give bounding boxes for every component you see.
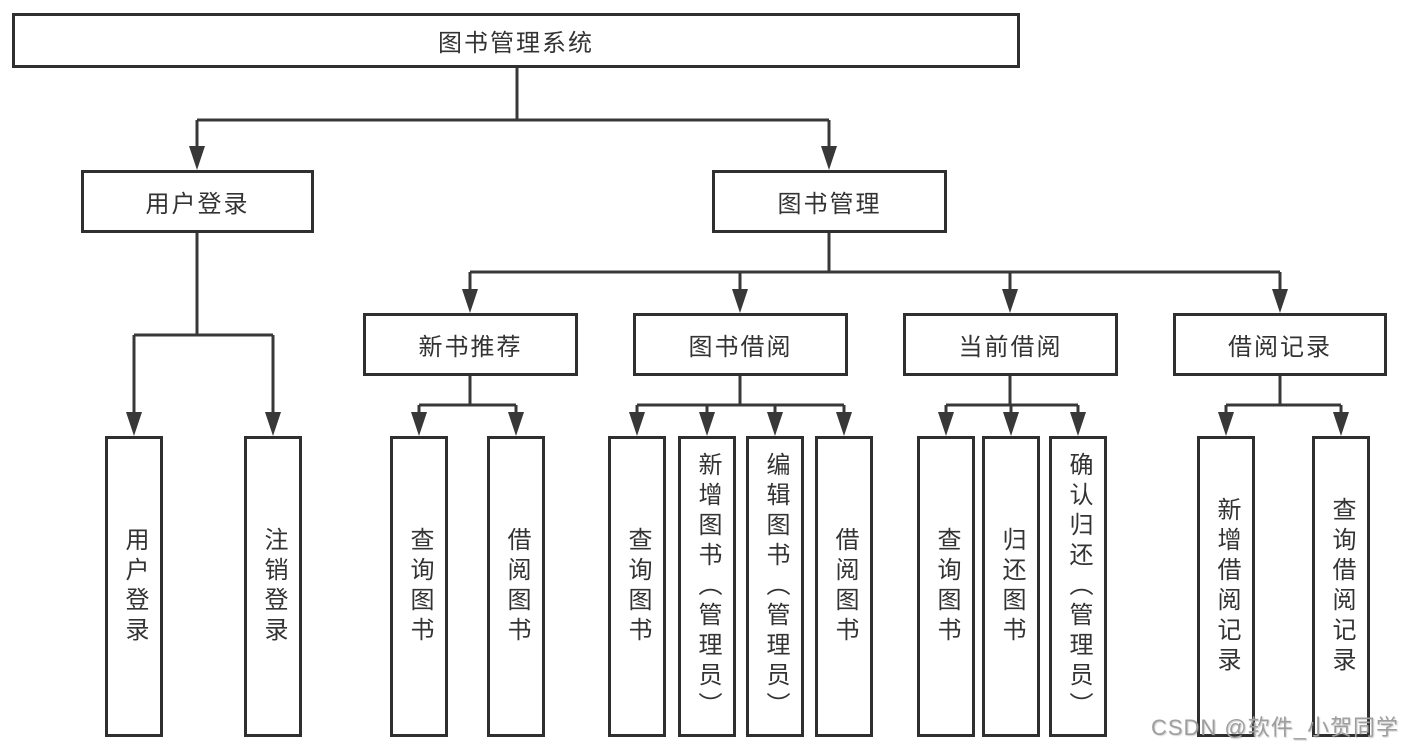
node-root-label: 图书管理系统 (438, 30, 594, 57)
leaf-label: 查询借阅记录 (1328, 496, 1355, 677)
leaf-label: 查询图书 (933, 526, 960, 647)
leaf-edit-books-admin: 编辑图书（管理员） (746, 436, 804, 737)
connector-new-books-split (411, 376, 524, 436)
node-book-mgmt-label: 图书管理 (777, 191, 882, 218)
arrowhead (462, 289, 478, 313)
arrowhead (1003, 412, 1019, 436)
arrowhead (411, 412, 427, 436)
node-book-borrow-label: 图书借阅 (688, 334, 793, 361)
node-new-books: 新书推荐 (363, 313, 578, 376)
leaf-query-books-2: 查询图书 (608, 436, 666, 737)
arrowhead (508, 412, 524, 436)
arrowhead (767, 412, 783, 436)
arrowhead (938, 412, 954, 436)
node-user-login: 用户登录 (81, 170, 314, 233)
connector-book-mgmt-split (462, 233, 1288, 313)
connector-user-login-split (126, 233, 281, 436)
arrowhead (821, 146, 837, 170)
arrowhead (1218, 412, 1234, 436)
leaf-confirm-return-admin: 确认归还（管理员） (1049, 436, 1107, 737)
arrowhead (1070, 412, 1086, 436)
arrowhead (1333, 412, 1349, 436)
connector-current-borrow-split (938, 376, 1086, 436)
node-root: 图书管理系统 (12, 13, 1020, 68)
leaf-logout: 注销登录 (244, 436, 302, 737)
watermark-text: CSDN @软件_小贺同学 (1150, 715, 1399, 740)
arrowhead (126, 412, 142, 436)
connector-book-borrow-split (629, 376, 852, 436)
leaf-add-books-admin: 新增图书（管理员） (678, 436, 736, 737)
leaf-query-borrow-record: 查询借阅记录 (1312, 436, 1370, 737)
node-book-borrow: 图书借阅 (633, 313, 848, 376)
arrowhead (189, 146, 205, 170)
leaf-query-books-1: 查询图书 (390, 436, 448, 737)
leaf-add-borrow-record: 新增借阅记录 (1197, 436, 1255, 737)
arrowhead (265, 412, 281, 436)
node-new-books-label: 新书推荐 (418, 334, 523, 361)
leaf-label: 查询图书 (624, 526, 651, 647)
leaf-label: 新增借阅记录 (1213, 496, 1240, 677)
leaf-user-login: 用户登录 (105, 436, 163, 737)
node-current-borrow: 当前借阅 (903, 313, 1118, 376)
leaf-label: 确认归还（管理员） (1065, 451, 1092, 722)
node-borrow-records: 借阅记录 (1173, 313, 1387, 376)
node-borrow-records-label: 借阅记录 (1228, 334, 1332, 361)
arrowhead (1002, 289, 1018, 313)
leaf-return-books: 归还图书 (982, 436, 1040, 737)
leaf-borrow-books-2: 借阅图书 (815, 436, 873, 737)
leaf-label: 归还图书 (998, 526, 1025, 647)
arrowhead (1272, 289, 1288, 313)
node-current-borrow-label: 当前借阅 (958, 334, 1063, 361)
connector-root-split (189, 68, 837, 170)
leaf-query-books-3: 查询图书 (917, 436, 975, 737)
arrowhead (732, 289, 748, 313)
node-user-login-label: 用户登录 (145, 191, 250, 218)
arrowhead (836, 412, 852, 436)
arrowhead (629, 412, 645, 436)
leaf-label: 新增图书（管理员） (694, 451, 721, 722)
leaf-label: 用户登录 (121, 526, 148, 647)
leaf-label: 查询图书 (406, 526, 433, 647)
leaf-label: 借阅图书 (831, 526, 858, 647)
leaf-label: 编辑图书（管理员） (762, 451, 789, 722)
node-book-mgmt: 图书管理 (712, 170, 947, 233)
connector-borrow-records-split (1218, 376, 1349, 436)
leaf-label: 借阅图书 (503, 526, 530, 647)
leaf-borrow-books-1: 借阅图书 (487, 436, 545, 737)
arrowhead (699, 412, 715, 436)
leaf-label: 注销登录 (260, 526, 287, 647)
